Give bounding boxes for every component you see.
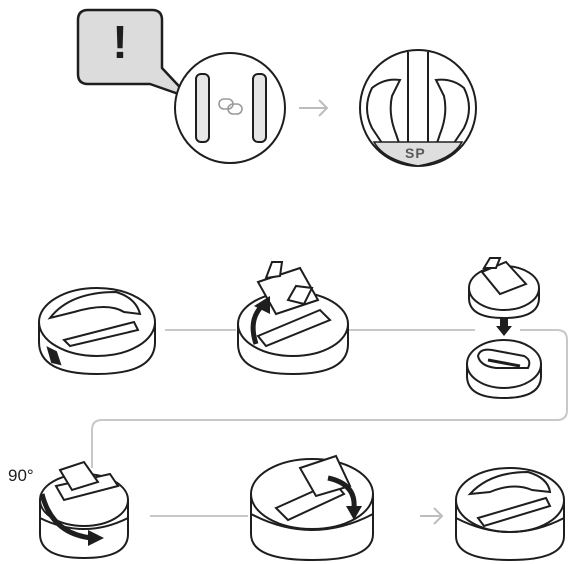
sp-mount-disc xyxy=(359,49,477,167)
adhesive-base xyxy=(466,339,542,400)
mount-locked xyxy=(455,467,565,562)
base-mount xyxy=(38,287,156,376)
sp-logo-text: SP xyxy=(405,145,426,161)
right-arrow-icon xyxy=(420,507,444,525)
step-connector xyxy=(91,329,568,517)
rotate-arrow-icon xyxy=(39,493,104,546)
close-down-arrow-icon xyxy=(327,475,362,520)
warning-bubble xyxy=(76,8,192,100)
rotation-angle-label: 90° xyxy=(8,466,34,485)
mount-lever-closing xyxy=(250,454,374,562)
device-back-with-adhesive xyxy=(174,52,286,164)
lift-up-arrow-icon xyxy=(250,296,270,345)
link-icon xyxy=(218,98,243,115)
mount-rotating xyxy=(39,460,129,560)
right-arrow-icon xyxy=(299,99,329,117)
down-arrow-icon xyxy=(496,318,512,336)
warning-exclamation: ! xyxy=(112,16,128,68)
mount-top-small xyxy=(468,257,540,320)
